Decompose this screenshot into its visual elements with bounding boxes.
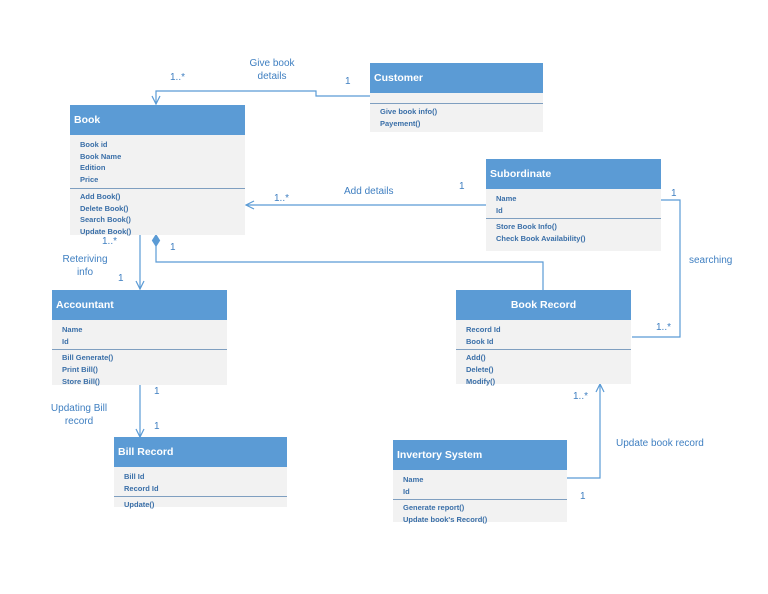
attribute: Book Id — [466, 336, 494, 346]
attribute: Name — [403, 475, 424, 484]
class-subordinate[interactable]: Subordinate Name Id Store Book Info() Ch… — [486, 159, 661, 251]
class-book[interactable]: Book Book id Book Name Edition Price Add… — [70, 105, 245, 236]
operation: Search Book() — [80, 215, 131, 225]
mult-billrecord-accountant: 1 — [154, 421, 160, 432]
mult-book-subordinate: 1..* — [274, 193, 290, 204]
operation: Payement() — [380, 118, 421, 128]
class-book-record-name: Book Record — [456, 290, 631, 320]
operation: Delete() — [466, 365, 494, 375]
attribute: Record Id — [466, 325, 501, 334]
attribute: Bill Id — [124, 472, 145, 481]
class-subordinate-name: Subordinate — [486, 159, 661, 189]
label-searching: searching — [689, 255, 733, 266]
class-book-record-attributes: Record Id Book Id — [456, 320, 631, 351]
mult-customer-book: 1 — [345, 76, 351, 87]
class-accountant-attributes: Name Id — [52, 320, 227, 351]
aggregation-bookrecord-book — [155, 246, 544, 290]
class-customer-operations: Give book info() Payement() — [370, 104, 543, 131]
association-customer-book — [155, 90, 370, 104]
arrowhead-book-right — [244, 200, 255, 210]
operation: Print Bill() — [62, 365, 98, 375]
label-update-book-record: Update book record — [616, 438, 704, 449]
label-give-book-details: Give book details — [249, 58, 295, 82]
class-customer-attributes — [370, 97, 543, 104]
operation: Bill Generate() — [62, 353, 114, 363]
mult-subordinate-book: 1 — [459, 181, 465, 192]
class-inventory-system-operations: Generate report() Update book's Record() — [393, 500, 567, 527]
operation: Give book info() — [380, 107, 438, 116]
operation: Delete Book() — [80, 203, 129, 213]
mult-book-accountant: 1..* — [102, 236, 118, 247]
mult-subordinate-bookrecord: 1 — [671, 188, 677, 199]
label-add-details: Add details — [344, 186, 394, 197]
class-book-operations: Add Book() Delete Book() Search Book() U… — [70, 189, 245, 240]
class-subordinate-attributes: Name Id — [486, 189, 661, 220]
operation: Modify() — [466, 376, 496, 386]
class-inventory-system-name: Invertory System — [393, 440, 567, 470]
attribute: Name — [496, 194, 517, 203]
class-inventory-system[interactable]: Invertory System Name Id Generate report… — [393, 440, 567, 524]
class-inventory-system-attributes: Name Id — [393, 470, 567, 501]
operation: Update Book() — [80, 226, 132, 236]
attribute: Id — [62, 336, 69, 346]
class-accountant-operations: Bill Generate() Print Bill() Store Bill(… — [52, 350, 227, 389]
association-inventory-bookrecord — [567, 384, 601, 479]
mult-bookrecord-subordinate: 1..* — [656, 322, 672, 333]
arrowhead-accountant-top — [135, 280, 145, 291]
mult-inventory-bookrecord: 1 — [580, 491, 586, 502]
operation: Add() — [466, 353, 486, 363]
class-bill-record-name: Bill Record — [114, 437, 287, 467]
class-customer-name: Customer — [370, 63, 543, 93]
association-subordinate-bookrecord — [632, 199, 681, 338]
mult-book-customer: 1..* — [170, 72, 186, 83]
attribute: Book Name — [80, 151, 122, 161]
label-updating-bill-record: Updating Bill record — [50, 403, 108, 427]
attribute: Book id — [80, 140, 108, 149]
class-bill-record-operations: Update() — [114, 497, 287, 513]
label-reteriving-info: Reteriving info — [62, 254, 108, 278]
class-book-record[interactable]: Book Record Record Id Book Id Add() Dele… — [456, 290, 631, 386]
mult-bookrecord-inventory: 1..* — [573, 391, 589, 402]
attribute: Id — [496, 205, 503, 215]
class-accountant[interactable]: Accountant Name Id Bill Generate() Print… — [52, 290, 227, 386]
attribute: Record Id — [124, 483, 159, 493]
operation: Check Book Availability() — [496, 234, 586, 244]
arrowhead-book-top — [151, 95, 161, 106]
operation: Generate report() — [403, 503, 465, 513]
mult-accountant-billrecord: 1 — [154, 386, 160, 397]
operation: Store Book Info() — [496, 222, 557, 232]
attribute: Price — [80, 175, 99, 185]
mult-book-bookrecord: 1 — [170, 242, 176, 253]
class-customer[interactable]: Customer Give book info() Payement() — [370, 63, 543, 132]
class-subordinate-operations: Store Book Info() Check Book Availabilit… — [486, 219, 661, 246]
class-book-attributes: Book id Book Name Edition Price — [70, 135, 245, 189]
class-book-name: Book — [70, 105, 245, 135]
class-book-record-operations: Add() Delete() Modify() — [456, 350, 631, 389]
arrowhead-bookrecord-bottom — [595, 382, 605, 393]
attribute: Id — [403, 486, 410, 496]
aggregation-diamond — [151, 233, 161, 248]
operation: Update() — [124, 500, 155, 510]
attribute: Name — [62, 325, 83, 334]
operation: Add Book() — [80, 191, 121, 201]
operation: Update book's Record() — [403, 515, 488, 525]
operation: Store Bill() — [62, 376, 100, 386]
class-bill-record-attributes: Bill Id Record Id — [114, 467, 287, 498]
mult-accountant-book: 1 — [118, 273, 124, 284]
class-bill-record[interactable]: Bill Record Bill Id Record Id Update() — [114, 437, 287, 509]
class-accountant-name: Accountant — [52, 290, 227, 320]
attribute: Edition — [80, 163, 106, 173]
